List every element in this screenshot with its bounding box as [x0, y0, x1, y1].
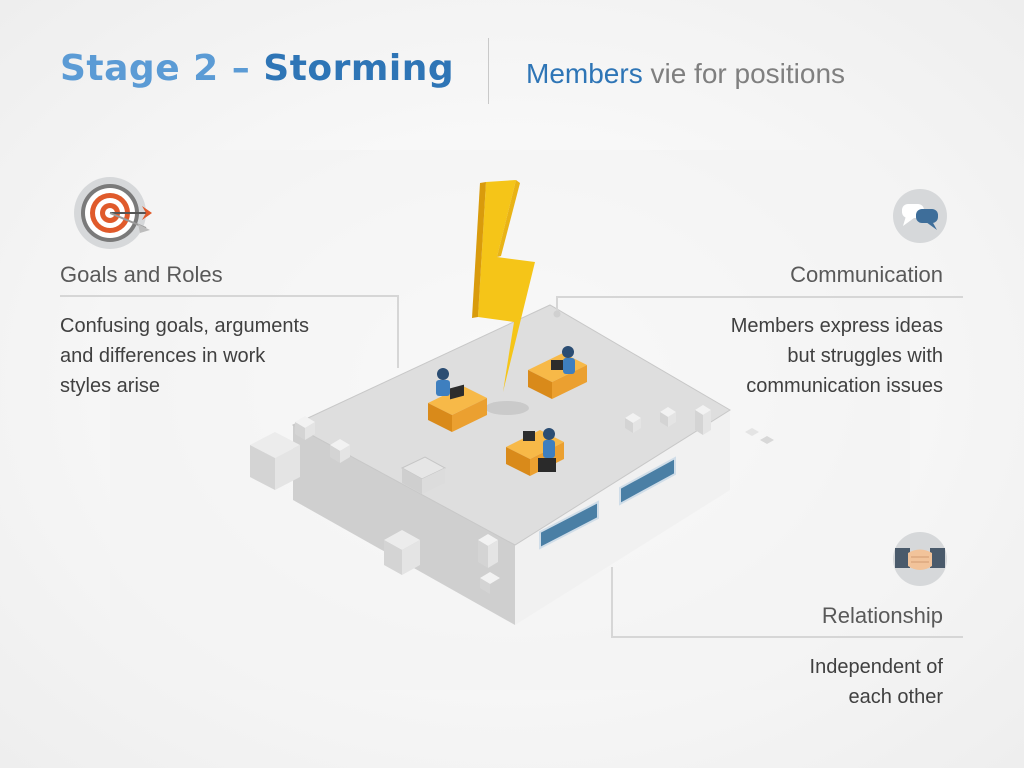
worker-body: [563, 358, 575, 374]
workstation-2: [528, 346, 587, 399]
connector-dot: [553, 310, 561, 318]
goals-line-1: Confusing goals, arguments: [60, 315, 310, 337]
empty-desk: [400, 456, 447, 494]
connector-lines: [60, 295, 963, 638]
goals-line-2: and differences in work: [60, 345, 266, 367]
workstation-1: [428, 368, 487, 432]
goals-description: Confusing goals, arguments and differenc…: [60, 311, 309, 401]
goals-connector: [60, 295, 399, 368]
title-storming: Storming: [263, 48, 455, 89]
relationship-description: Independent of each other: [810, 652, 943, 712]
worker-head: [562, 346, 574, 358]
title-stage: Stage 2 –: [60, 48, 251, 89]
target-icon: [74, 177, 152, 249]
worker-head: [437, 368, 449, 380]
lightning-bolt-icon: [472, 180, 535, 392]
relationship-line-2: each other: [848, 686, 943, 708]
lightning-shadow: [485, 401, 529, 415]
communication-description: Members express ideas but struggles with…: [731, 311, 943, 401]
communication-heading: Communication: [790, 262, 943, 287]
decorative-blocks: [250, 405, 774, 594]
goals-line-3: styles arise: [60, 375, 161, 397]
worker-body: [436, 380, 450, 396]
slide-subtitle: Members vie for positions: [526, 58, 845, 90]
subtitle-highlight: Members: [526, 58, 643, 89]
subtitle-rest: vie for positions: [642, 58, 846, 89]
title-divider: [488, 38, 489, 104]
speech-bubbles-icon: [893, 189, 947, 243]
building-windows: [539, 456, 676, 550]
relationship-connector: [611, 567, 963, 638]
relationship-line-1: Independent of: [809, 656, 943, 678]
workstation-3: [506, 428, 564, 476]
office-chair: [538, 458, 556, 472]
slide-title: Stage 2 – Storming: [60, 48, 454, 89]
worker-body: [543, 440, 555, 458]
communication-line-1: Members express ideas: [730, 315, 943, 337]
handshake-icon: [893, 532, 947, 586]
worker-head: [543, 428, 555, 440]
communication-connector: [556, 296, 963, 312]
communication-line-2: but struggles with: [787, 345, 943, 367]
communication-line-3: communication issues: [746, 375, 943, 397]
relationship-heading: Relationship: [821, 603, 943, 628]
office-building: [291, 304, 731, 625]
goals-heading: Goals and Roles: [60, 262, 223, 287]
